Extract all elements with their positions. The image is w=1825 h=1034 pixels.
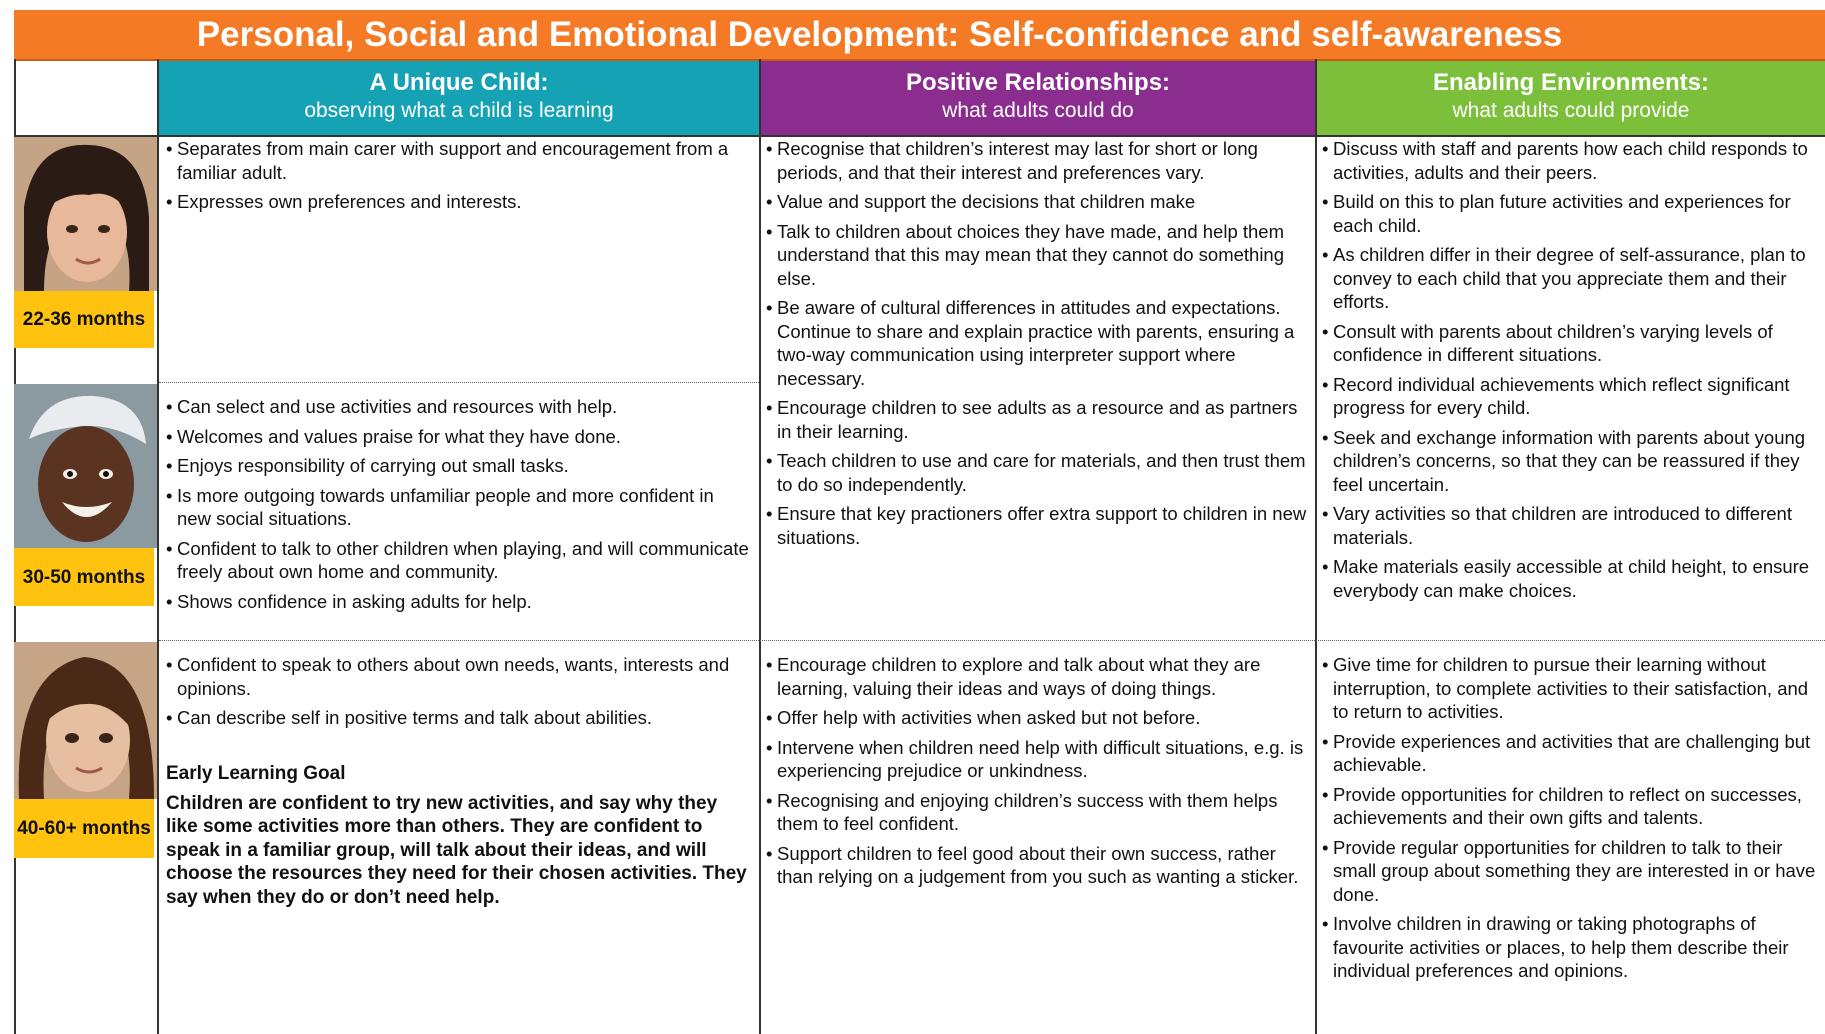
development-matters-table: Personal, Social and Emotional Developme… — [14, 10, 1825, 1034]
list-item: Provide opportunities for children to re… — [1322, 783, 1822, 830]
age-band-label: 40-60+ months — [14, 799, 154, 858]
column-header-enabling-environments: Enabling Environments: what adults could… — [1317, 61, 1825, 137]
enabling-environments-upper: Discuss with staff and parents how each … — [1322, 137, 1822, 608]
column-divider — [157, 59, 159, 1034]
positive-relationships-lower: Encourage children to explore and talk a… — [766, 653, 1311, 895]
list-item: Enjoys responsibility of carrying out sm… — [166, 454, 751, 478]
list-item: Seek and exchange information with paren… — [1322, 426, 1822, 497]
page-title: Personal, Social and Emotional Developme… — [14, 10, 1825, 61]
header-divider — [14, 135, 1825, 137]
header-blank-cell — [14, 61, 159, 137]
list-item: Talk to children about choices they have… — [766, 220, 1311, 291]
list-item: Welcomes and values praise for what they… — [166, 425, 751, 449]
list-item: Involve children in drawing or taking ph… — [1322, 912, 1822, 983]
age-band-label: 30-50 months — [14, 548, 154, 606]
list-item: Is more outgoing towards unfamiliar peop… — [166, 484, 751, 531]
positive-relationships-upper: Recognise that children’s interest may l… — [766, 137, 1311, 555]
column-subheading: what adults could provide — [1452, 99, 1690, 122]
child-photo-1-icon — [14, 137, 157, 291]
list-item: Make materials easily accessible at chil… — [1322, 555, 1822, 602]
row-divider — [159, 382, 759, 383]
list-item: Give time for children to pursue their l… — [1322, 653, 1822, 724]
list-item: Confident to speak to others about own n… — [166, 653, 751, 700]
list-item: Expresses own preferences and interests. — [166, 190, 751, 214]
list-item: Teach children to use and care for mater… — [766, 449, 1311, 496]
list-item: Offer help with activities when asked bu… — [766, 706, 1311, 730]
column-header-unique-child: A Unique Child: observing what a child i… — [159, 61, 759, 137]
column-divider — [1315, 59, 1317, 1034]
child-photo-2-icon — [14, 384, 157, 548]
column-subheading: observing what a child is learning — [304, 99, 614, 122]
list-item: Be aware of cultural differences in atti… — [766, 296, 1311, 390]
early-learning-goal: Early Learning Goal Children are confide… — [166, 762, 751, 909]
list-item: Build on this to plan future activities … — [1322, 190, 1822, 237]
list-item: Record individual achievements which ref… — [1322, 373, 1822, 420]
enabling-environments-lower: Give time for children to pursue their l… — [1322, 653, 1822, 989]
list-item: Recognising and enjoying children’s succ… — [766, 789, 1311, 836]
list-item: Value and support the decisions that chi… — [766, 190, 1311, 214]
list-item: Vary activities so that children are int… — [1322, 502, 1822, 549]
list-item: Can describe self in positive terms and … — [166, 706, 751, 730]
unique-child-band-1: Separates from main carer with support a… — [166, 137, 751, 220]
unique-child-band-3: Confident to speak to others about own n… — [166, 653, 751, 736]
list-item: Separates from main carer with support a… — [166, 137, 751, 184]
column-divider — [759, 59, 761, 1034]
list-item: As children differ in their degree of se… — [1322, 243, 1822, 314]
list-item: Encourage children to see adults as a re… — [766, 396, 1311, 443]
list-item: Encourage children to explore and talk a… — [766, 653, 1311, 700]
list-item: Discuss with staff and parents how each … — [1322, 137, 1822, 184]
list-item: Can select and use activities and resour… — [166, 395, 751, 419]
list-item: Provide regular opportunities for childr… — [1322, 836, 1822, 907]
column-heading: A Unique Child: — [369, 69, 549, 96]
list-item: Recognise that children’s interest may l… — [766, 137, 1311, 184]
early-learning-goal-title: Early Learning Goal — [166, 763, 346, 784]
list-item: Support children to feel good about thei… — [766, 842, 1311, 889]
list-item: Intervene when children need help with d… — [766, 736, 1311, 783]
column-subheading: what adults could do — [942, 99, 1134, 122]
early-learning-goal-text: Children are confident to try new activi… — [166, 792, 747, 908]
list-item: Shows confidence in asking adults for he… — [166, 590, 751, 614]
age-band-label: 22-36 months — [14, 291, 154, 348]
unique-child-band-2: Can select and use activities and resour… — [166, 395, 751, 619]
column-heading: Enabling Environments: — [1432, 69, 1710, 96]
child-photo-3-icon — [14, 642, 157, 799]
column-header-positive-relationships: Positive Relationships: what adults coul… — [761, 61, 1315, 137]
row-divider — [159, 640, 1825, 641]
list-item: Consult with parents about children’s va… — [1322, 320, 1822, 367]
column-heading: Positive Relationships: — [905, 69, 1171, 96]
list-item: Confident to talk to other children when… — [166, 537, 751, 584]
list-item: Provide experiences and activities that … — [1322, 730, 1822, 777]
list-item: Ensure that key practioners offer extra … — [766, 502, 1311, 549]
